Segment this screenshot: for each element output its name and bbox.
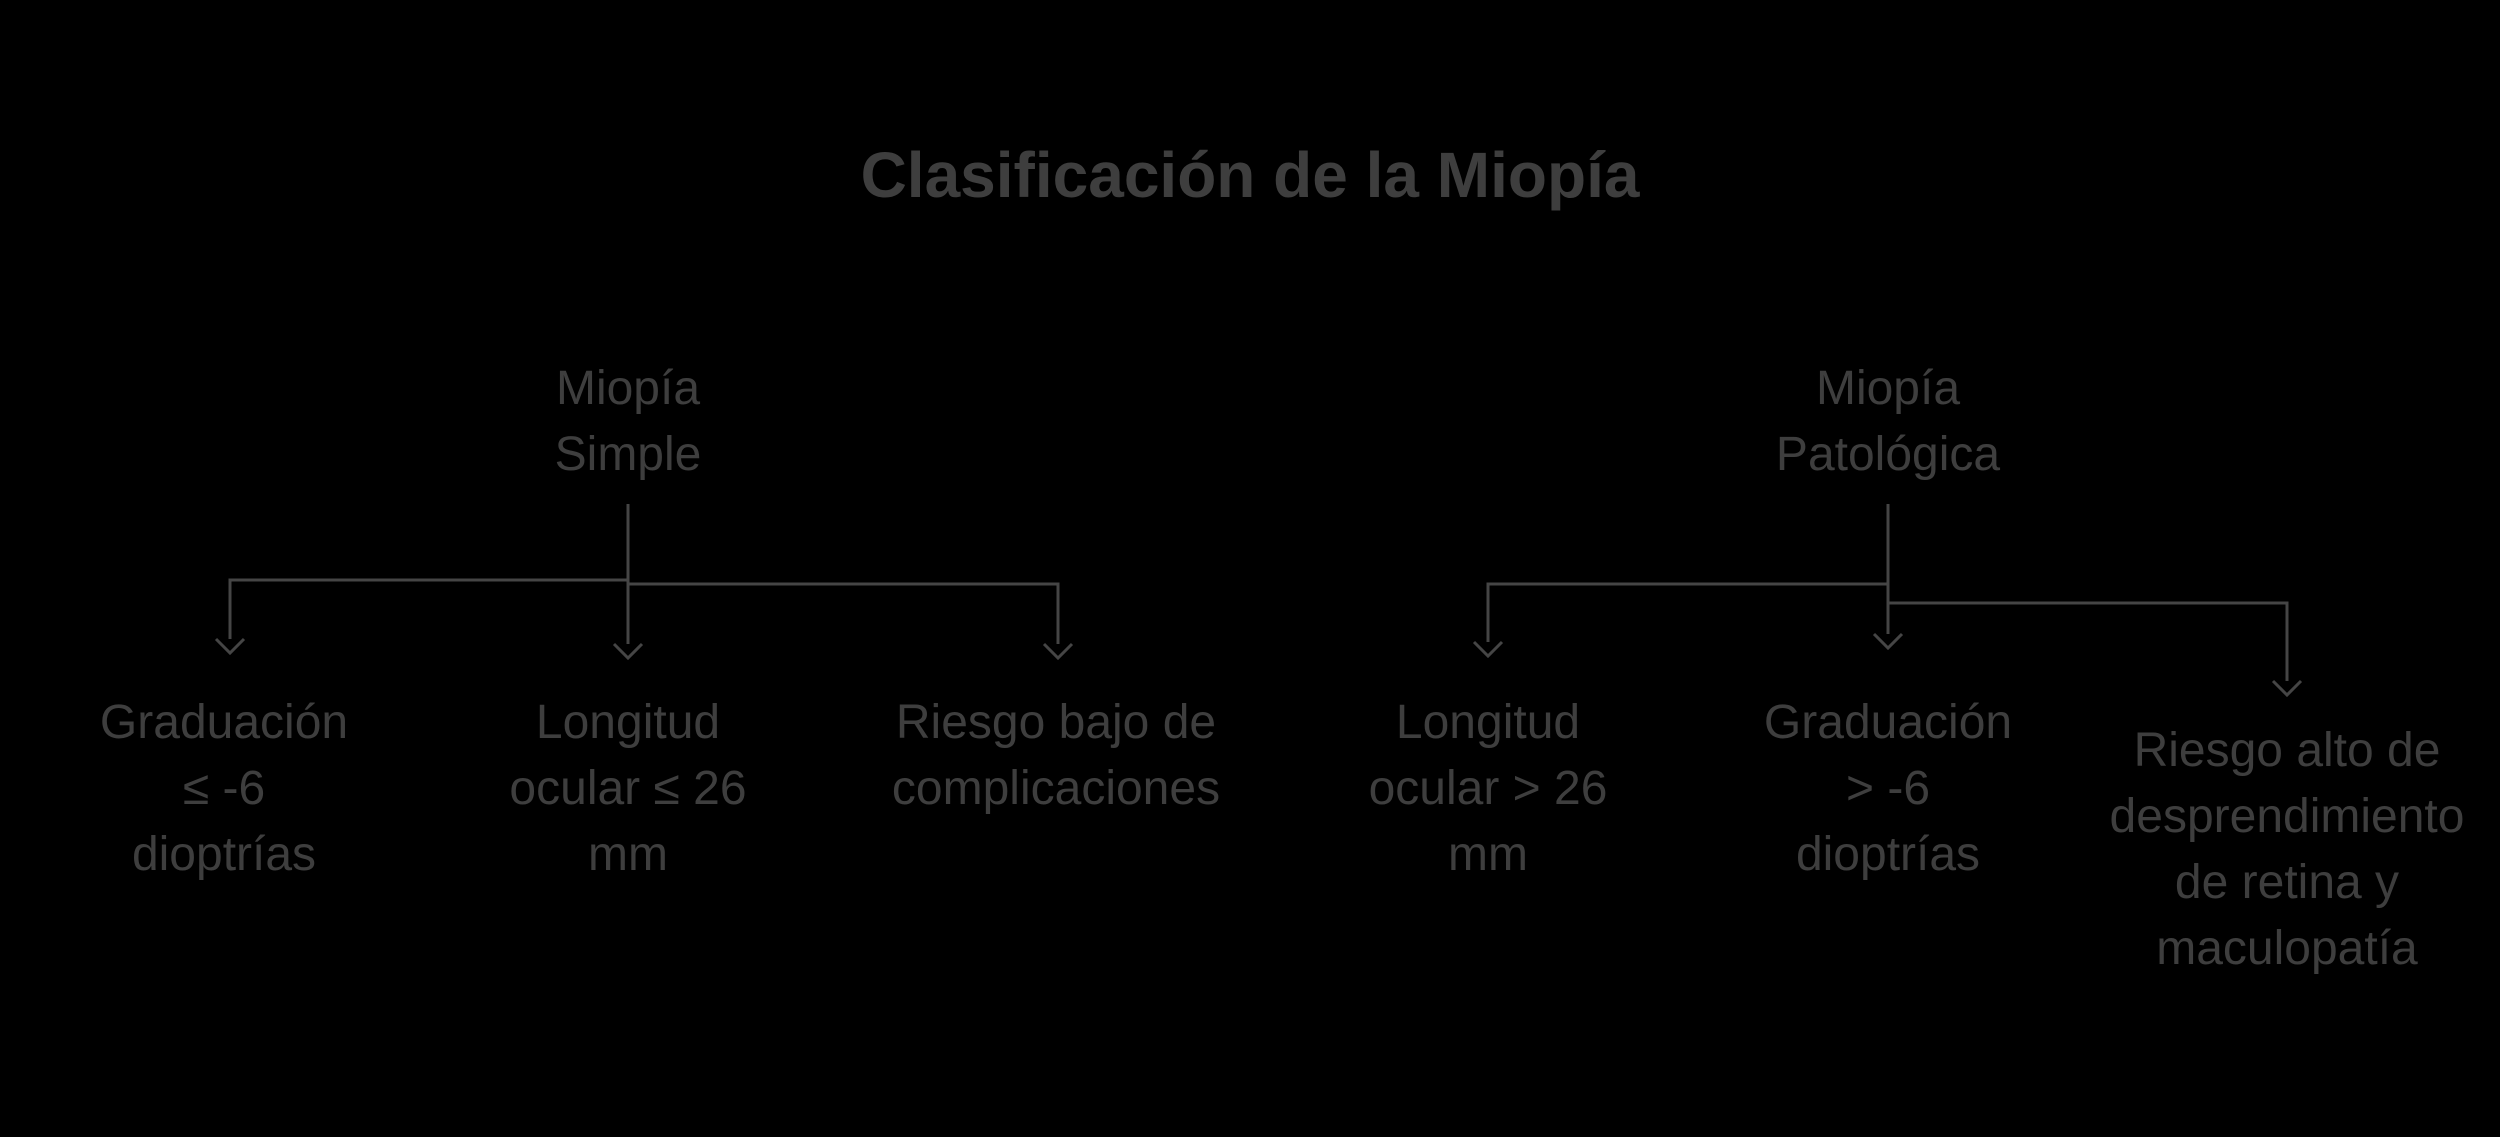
- node-riesgo-alto-desprendimiento-maculopatia: Riesgo alto de desprendimiento de retina…: [2109, 724, 2465, 975]
- tree1-right-arrowhead-icon: [1042, 642, 1074, 661]
- tree2-center-arrowhead-icon: [1872, 632, 1904, 651]
- node-longitud-ocular-mayor-26mm: Longitud ocular > 26 mm: [1368, 696, 1608, 881]
- tree1-center-arrowhead-icon: [612, 642, 644, 661]
- diagram-title: Clasificación de la Miopía: [860, 139, 1640, 211]
- node-longitud-ocular-menor-26mm: Longitud ocular ≤ 26 mm: [509, 696, 747, 881]
- tree2-left-arrowhead-icon: [1472, 640, 1504, 659]
- tree1-left-connector: [228, 578, 628, 639]
- node-miopia-patologica: Miopía Patológica: [1775, 362, 2001, 481]
- tree1-right-connector: [628, 582, 1060, 644]
- node-miopia-simple: Miopía Simple: [554, 362, 702, 481]
- tree2-right-connector: [1888, 601, 2289, 681]
- tree1-left-arrowhead-icon: [214, 637, 246, 656]
- tree2-right-arrowhead-icon: [2271, 679, 2303, 698]
- node-riesgo-bajo-complicaciones: Riesgo bajo de complicaciones: [891, 696, 1221, 815]
- node-graduacion-mayor-6-dioptrias: Graduación > -6 dioptrías: [1763, 696, 2013, 881]
- node-graduacion-menor-6-dioptrias: Graduación ≤ -6 dioptrías: [99, 696, 349, 881]
- tree2-left-connector: [1486, 582, 1888, 642]
